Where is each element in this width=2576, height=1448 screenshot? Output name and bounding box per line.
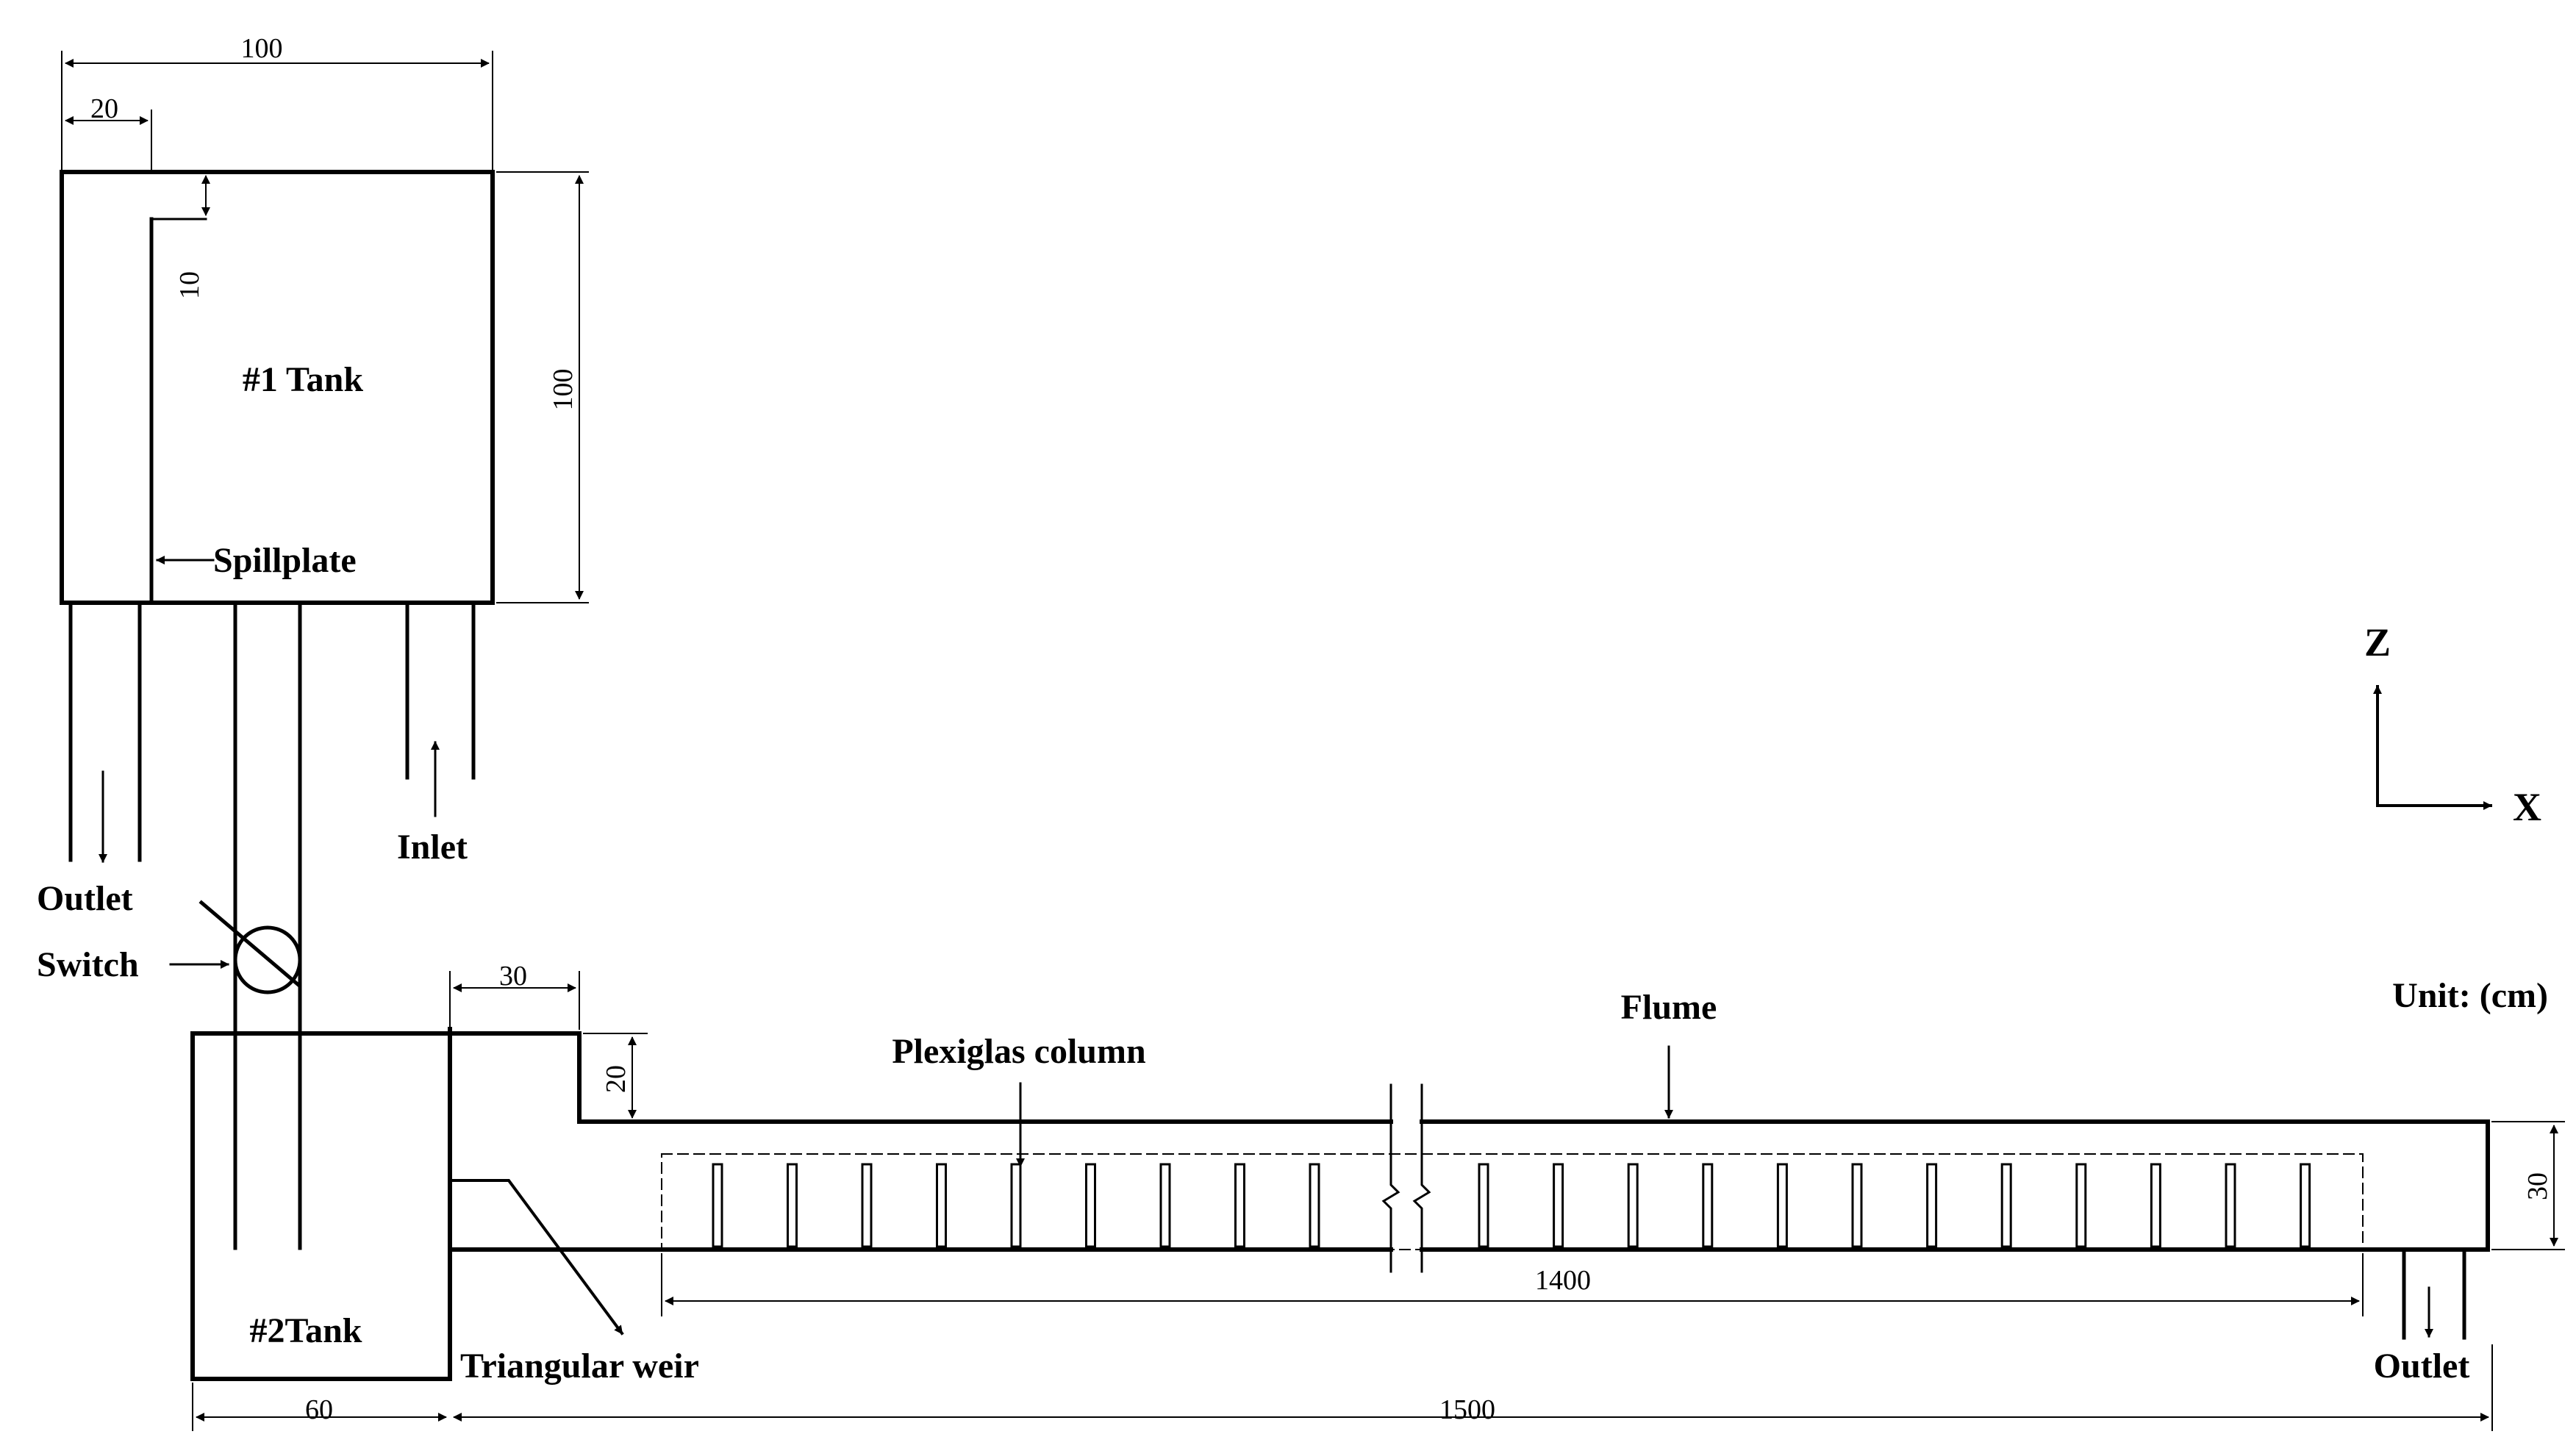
switch-label: Switch (37, 945, 139, 984)
plexiglas-right-column-10 (2150, 1163, 2161, 1248)
tank-2: #2Tank (190, 1031, 452, 1381)
switch-valve (169, 900, 302, 994)
dim-tank1-width: 100 (61, 33, 493, 170)
flume (448, 1031, 2490, 1273)
dim-flume-length: 1500 (453, 1344, 2493, 1431)
plexiglas-left-column-7 (1159, 1163, 1171, 1248)
plexiglas-left-column-4 (936, 1163, 947, 1248)
plexiglas-label: Plexiglas column (892, 1032, 1145, 1071)
plexiglas-left-column-1 (712, 1163, 723, 1248)
tank-1-label: #1 Tank (243, 360, 363, 399)
inlet-pipe (405, 601, 476, 817)
svg-text:20: 20 (90, 93, 118, 124)
triangular-weir-label: Triangular weir (460, 1347, 699, 1386)
svg-text:1500: 1500 (1439, 1394, 1495, 1425)
plexiglas-right-column-12 (2300, 1163, 2311, 1248)
plexiglas-left-column-2 (787, 1163, 798, 1248)
tank-2-label: #2Tank (250, 1311, 362, 1350)
axis-x-label: X (2513, 785, 2541, 829)
plexiglas-column-region (661, 1153, 2364, 1250)
plexiglas-right-column-8 (2000, 1163, 2012, 1248)
svg-text:60: 60 (305, 1394, 333, 1425)
dim-weir-length: 30 (449, 961, 580, 1030)
svg-text:30: 30 (499, 961, 527, 992)
svg-text:20: 20 (601, 1065, 632, 1093)
dim-spill-gap: 10 (174, 175, 210, 299)
outlet-pipe-left (68, 601, 142, 863)
flume-label: Flume (1621, 988, 1717, 1027)
plexiglas-right-column-3 (1627, 1163, 1639, 1248)
dim-tank2-width: 60 (192, 1383, 447, 1431)
plexiglas-columns (712, 1163, 2311, 1248)
svg-text:100: 100 (241, 33, 283, 64)
outlet-left-label: Outlet (37, 879, 133, 918)
svg-text:100: 100 (548, 369, 579, 411)
plexiglas-right-column-9 (2075, 1163, 2087, 1248)
unit-label: Unit: (cm) (2392, 976, 2548, 1015)
plexiglas-right-column-1 (1478, 1163, 1489, 1248)
spillplate-label: Spillplate (213, 541, 357, 580)
axis-z-label: Z (2364, 620, 2391, 664)
dim-spill-offset: 20 (65, 93, 152, 170)
dim-column-span: 1400 (661, 1253, 2364, 1316)
svg-text:30: 30 (2522, 1172, 2553, 1200)
outlet-pipe-right (2402, 1247, 2466, 1340)
dim-tank1-height: 100 (496, 171, 589, 603)
plexiglas-left-column-6 (1085, 1163, 1096, 1248)
plexiglas-right-column-5 (1776, 1163, 1788, 1248)
plexiglas-left-column-5 (1010, 1163, 1022, 1248)
plexiglas-right-column-11 (2225, 1163, 2236, 1248)
triangular-weir (448, 1179, 624, 1336)
plexiglas-right-column-7 (1926, 1163, 1938, 1248)
connecting-pipe (233, 601, 302, 1250)
dim-flume-height: 30 (2491, 1121, 2565, 1250)
plexiglas-left-column-9 (1309, 1163, 1320, 1248)
svg-text:10: 10 (174, 271, 205, 299)
axis-indicator (2373, 685, 2492, 810)
inlet-label: Inlet (397, 828, 468, 867)
outlet-right-label: Outlet (2374, 1347, 2470, 1386)
plexiglas-left-column-8 (1234, 1163, 1245, 1248)
dim-step-height: 20 (583, 1033, 648, 1122)
svg-text:1400: 1400 (1535, 1265, 1591, 1296)
plexiglas-left-column-3 (861, 1163, 873, 1248)
plexiglas-right-column-2 (1553, 1163, 1564, 1248)
plexiglas-right-column-6 (1851, 1163, 1863, 1248)
tank-1: #1 Tank (60, 170, 495, 605)
plexiglas-right-column-4 (1702, 1163, 1714, 1248)
